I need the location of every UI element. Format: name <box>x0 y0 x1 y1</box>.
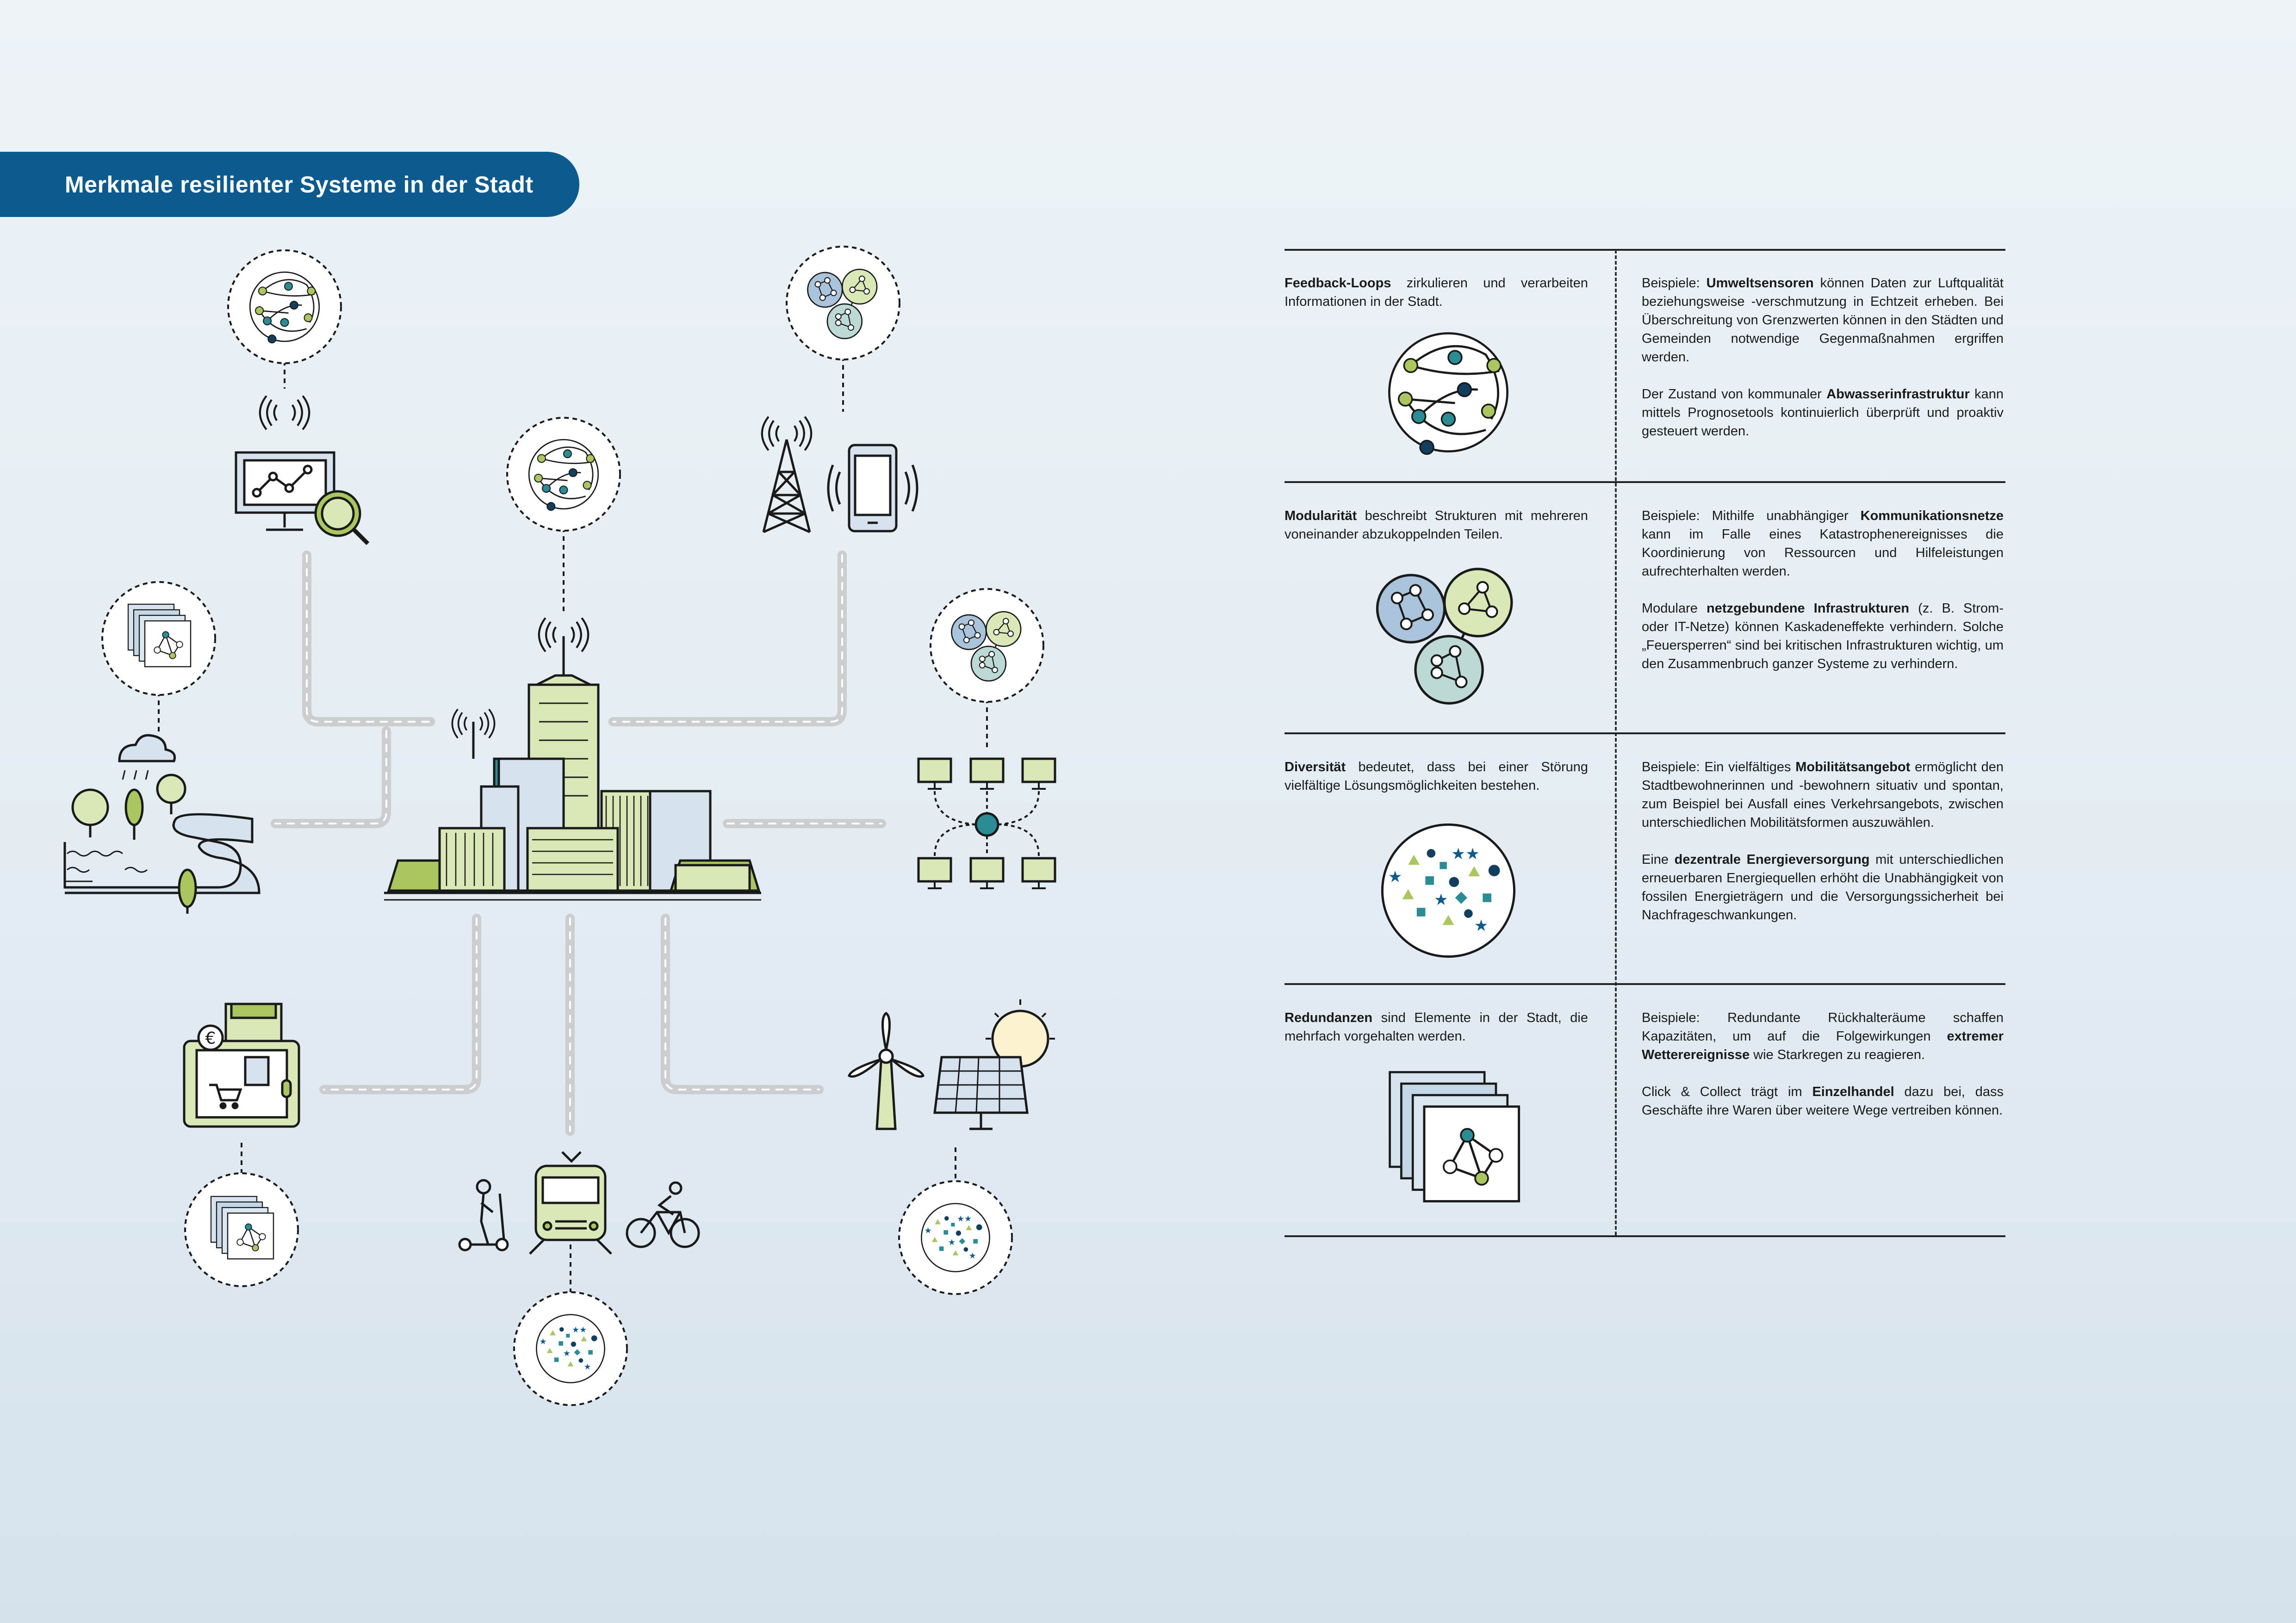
river-park-icon <box>63 734 261 914</box>
example-text: Click & Collect trägt im <box>1642 1084 1812 1099</box>
page-title: Merkmale resilienter Systeme in der Stad… <box>65 171 534 198</box>
example-highlight: Kommunikationsnetze <box>1860 508 2004 523</box>
definition-diversitaet: Diversität bedeutet, dass bei einer Stör… <box>1285 758 1588 795</box>
definition-feedback-loops: Feedback-Loops zirkulieren und verarbeit… <box>1285 274 1588 311</box>
badge-modular-top <box>786 246 900 360</box>
example-text: dazu bei, dass Geschäfte ihre Waren über… <box>1642 1084 2004 1118</box>
badge-modular-right <box>930 588 1044 703</box>
radio-tower-phone-icon <box>762 417 918 533</box>
row-separator <box>1285 983 2005 985</box>
example-text: wie Starkregen zu reagieren. <box>1750 1047 1925 1062</box>
column-divider <box>1615 250 1617 1235</box>
example-text: Eine <box>1642 852 1675 867</box>
computer-network-icon <box>917 757 1056 889</box>
examples-feedback-loops: Beispiele: Umweltsensoren können Daten z… <box>1642 274 2004 459</box>
term-label: Diversität <box>1285 760 1346 774</box>
city-resilience-diagram: € <box>63 246 1056 1406</box>
example-text: Beispiele: Ein vielfältiges <box>1642 760 1796 774</box>
mobility-icon <box>458 1151 700 1255</box>
definition-label: bedeutet, dass bei einer Störung vielfäl… <box>1285 760 1588 793</box>
definition-label: beschreibt Strukturen mit mehreren vonei… <box>1285 508 1588 542</box>
example-text: kann mittels Prognosetools kontinuierlic… <box>1642 387 2004 439</box>
examples-diversitaet: Beispiele: Ein vielfältiges Mobilitätsan… <box>1642 758 2004 943</box>
examples-modularitaet: Beispiele: Mithilfe unabhängiger Kommuni… <box>1642 507 2004 692</box>
example-highlight: Abwasserinfrastruktur <box>1826 387 1970 402</box>
example-highlight: netzgebundene Infrastrukturen <box>1706 601 1910 616</box>
example-highlight: Einzelhandel <box>1812 1084 1894 1099</box>
example-text: können Daten zur Luftqualität beziehungs… <box>1642 276 2004 365</box>
term-label: Redundanzen <box>1285 1010 1373 1025</box>
example-text: ermöglicht den Stadtbewohnerinnen und -b… <box>1642 760 2004 830</box>
row-separator <box>1285 481 2005 483</box>
modular-network-icon <box>1358 560 1539 712</box>
definition-label: zirkulieren und verarbeiten Informatione… <box>1285 276 1588 309</box>
example-text: Beispiele: Mithilfe unabhängiger <box>1642 508 1861 523</box>
example-highlight: Mobilitätsangebot <box>1795 760 1911 774</box>
table-bottom-rule <box>1285 1235 2005 1237</box>
term-label: Modularität <box>1285 508 1357 523</box>
definition-modularitaet: Modularität beschreibt Strukturen mit me… <box>1285 507 1588 544</box>
feedback-loop-icon <box>1381 318 1515 466</box>
leader-lines <box>158 356 988 1293</box>
title-banner: Merkmale resilienter Systeme in der Stad… <box>0 152 579 217</box>
term-label: Feedback-Loops <box>1285 276 1391 291</box>
example-text: Beispiele: <box>1642 276 1706 291</box>
svg-text:€: € <box>205 1029 216 1048</box>
example-text: Beispiele: Redundante Rückhalteräume sch… <box>1642 1010 2004 1044</box>
example-text: (z. B. Strom- oder IT-Netze) können Kask… <box>1642 601 2004 671</box>
example-text: Der Zustand von kommunaler <box>1642 387 1827 402</box>
city-skyline-icon <box>384 618 761 901</box>
badge-redundancy-bottom <box>184 1172 299 1287</box>
examples-redundanzen: Beispiele: Redundante Rückhalteräume sch… <box>1642 1009 2004 1138</box>
badge-feedback-center <box>506 417 621 532</box>
example-highlight: extremer Wetterereignisse <box>1642 1029 2004 1062</box>
example-highlight: Umweltsensoren <box>1706 276 1814 291</box>
connector-path-dashes <box>274 554 882 1132</box>
monitor-analytics-icon <box>235 396 370 545</box>
badge-redundancy-left <box>101 581 216 696</box>
example-text: mit unterschiedlichen erneuerbaren Energ… <box>1642 852 2004 923</box>
example-text: Modulare <box>1642 601 1707 616</box>
badge-diversity-bottom <box>513 1291 628 1406</box>
definition-redundanzen: Redundanzen sind Elemente in der Stadt, … <box>1285 1009 1588 1046</box>
example-text: kann im Falle eines Katastrophenereignis… <box>1642 527 2004 579</box>
click-collect-shop-icon: € <box>183 1003 300 1128</box>
badge-diversity-right <box>898 1180 1013 1295</box>
row-separator <box>1285 732 2005 734</box>
definition-label: sind Elemente in der Stadt, die mehrfach… <box>1285 1010 1588 1044</box>
diversity-icon <box>1377 819 1520 962</box>
example-highlight: dezentrale Energieversorgung <box>1674 852 1870 867</box>
redundancy-stack-icon <box>1381 1064 1525 1212</box>
badge-feedback-top <box>227 249 342 364</box>
table-top-rule <box>1285 249 2005 251</box>
renewable-energy-icon <box>848 999 1055 1130</box>
